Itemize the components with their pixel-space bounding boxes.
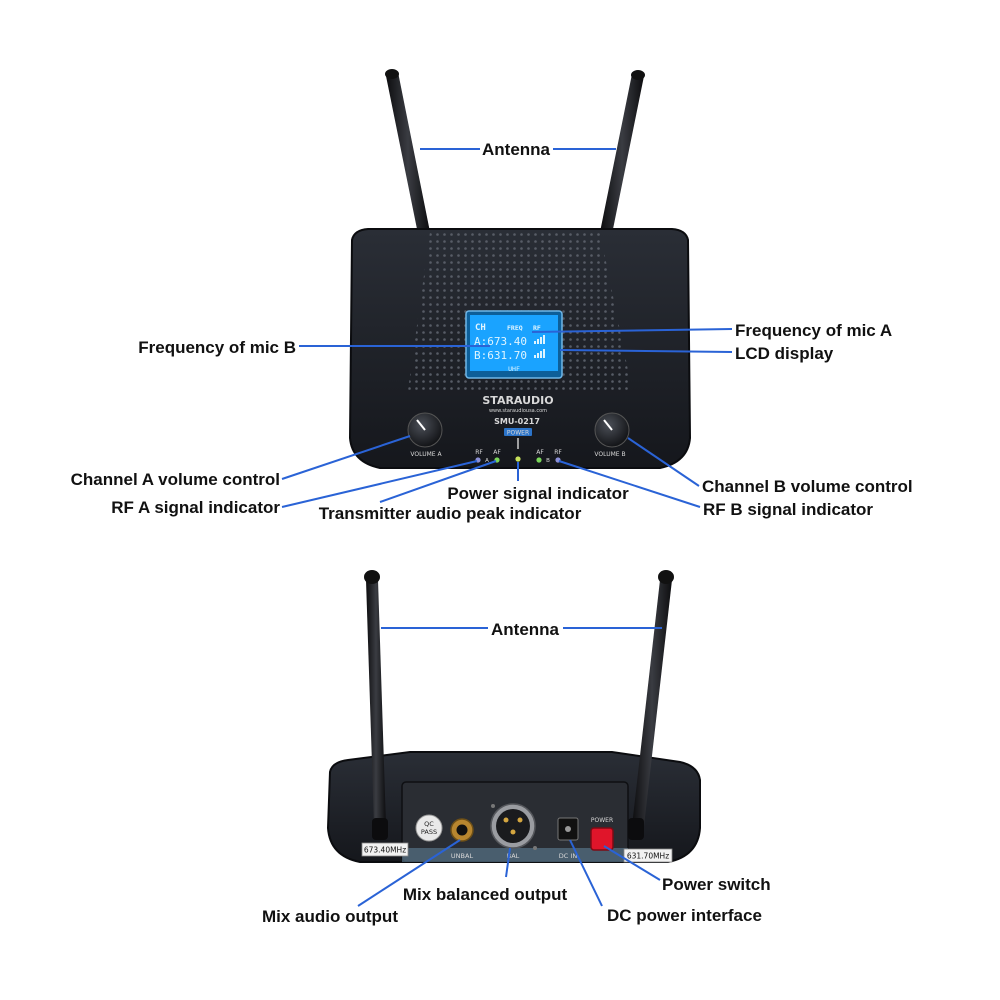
indicator-label-af-b: AF xyxy=(536,449,544,456)
front-view: CH FREQ RF A:673.40 B:631.70 UHF STARAUD… xyxy=(71,69,913,523)
power-badge-label: POWER xyxy=(507,430,529,437)
callout-power-switch: Power switch xyxy=(662,875,771,894)
lcd-band: UHF xyxy=(508,365,520,373)
qc-badge-line1: QC xyxy=(424,820,434,828)
rear-antenna-left xyxy=(364,570,388,840)
callout-mix-audio-output: Mix audio output xyxy=(262,907,398,926)
dcin-label: DC IN xyxy=(559,852,578,860)
callout-rf-a-indicator: RF A signal indicator xyxy=(111,498,280,517)
rear-view: 673.40MHz 631.70MHz QC PASS UNBAL BAL xyxy=(262,570,771,926)
callout-freq-mic-b: Frequency of mic B xyxy=(138,338,296,357)
callout-power-indicator: Power signal indicator xyxy=(447,484,629,503)
lcd-header-rf: RF xyxy=(533,324,541,332)
qc-pass-badge xyxy=(415,814,443,842)
freq-tag-b xyxy=(623,848,673,863)
lcd-signal-bars-b xyxy=(534,349,545,358)
indicator-label-rf-b: RF xyxy=(554,449,562,456)
rear-power-label: POWER xyxy=(591,817,613,824)
website-label: www.staraudiousa.com xyxy=(489,408,547,414)
model-label: SMU-0217 xyxy=(494,417,540,426)
freq-tag-b-text: 631.70MHz xyxy=(627,852,669,861)
callout-channel-b-volume: Channel B volume control xyxy=(702,477,913,496)
unbal-label: UNBAL xyxy=(451,852,474,860)
af-b-led xyxy=(536,457,542,463)
power-badge xyxy=(504,428,532,436)
callout-mix-balanced-output: Mix balanced output xyxy=(403,885,568,904)
lcd-line-b: B:631.70 xyxy=(474,349,527,362)
volume-b-knob[interactable] xyxy=(594,412,630,448)
power-led xyxy=(515,456,521,462)
front-leader-lines xyxy=(281,148,733,508)
indicator-label-rf-a: RF xyxy=(475,449,483,456)
channel-a-letter: A xyxy=(485,458,489,464)
freq-tag-a-text: 673.40MHz xyxy=(364,846,406,855)
bal-label: BAL xyxy=(507,852,520,860)
lcd-header-freq: FREQ xyxy=(507,324,523,332)
front-antenna-left xyxy=(385,69,430,234)
lcd-display: CH FREQ RF A:673.40 B:631.70 UHF xyxy=(465,310,563,379)
volume-a-knob[interactable] xyxy=(407,412,443,448)
callout-antenna-front: Antenna xyxy=(482,140,551,159)
freq-tag-a xyxy=(361,842,409,857)
callout-dc-power-interface: DC power interface xyxy=(607,906,762,925)
volume-a-label: VOLUME A xyxy=(410,451,442,458)
lcd-line-a: A:673.40 xyxy=(474,335,527,348)
channel-b-letter: B xyxy=(546,458,550,464)
callout-freq-mic-a: Frequency of mic A xyxy=(735,321,892,340)
lcd-header-ch: CH xyxy=(475,323,486,333)
rear-leader-lines xyxy=(357,627,662,907)
volume-b-label: VOLUME B xyxy=(594,451,625,458)
lcd-signal-bars-a xyxy=(534,335,545,344)
rear-panel-label-strip xyxy=(402,848,628,862)
front-antenna-right xyxy=(600,70,645,234)
callout-lcd-display: LCD display xyxy=(735,344,834,363)
callout-antenna-rear: Antenna xyxy=(491,620,560,639)
callout-channel-a-volume: Channel A volume control xyxy=(71,470,280,489)
xlr-bal-connector[interactable] xyxy=(490,803,537,850)
power-switch-button[interactable] xyxy=(590,827,614,851)
qc-badge-line2: PASS xyxy=(421,828,437,836)
unbal-jack[interactable] xyxy=(450,818,474,842)
rear-antenna-right xyxy=(628,570,674,840)
callout-rf-b-indicator: RF B signal indicator xyxy=(703,500,873,519)
brand-label: STARAUDIO xyxy=(482,394,553,407)
callout-audio-peak-indicator: Transmitter audio peak indicator xyxy=(319,504,582,523)
indicator-label-af-a: AF xyxy=(493,449,501,456)
dc-in-jack[interactable] xyxy=(557,817,579,841)
